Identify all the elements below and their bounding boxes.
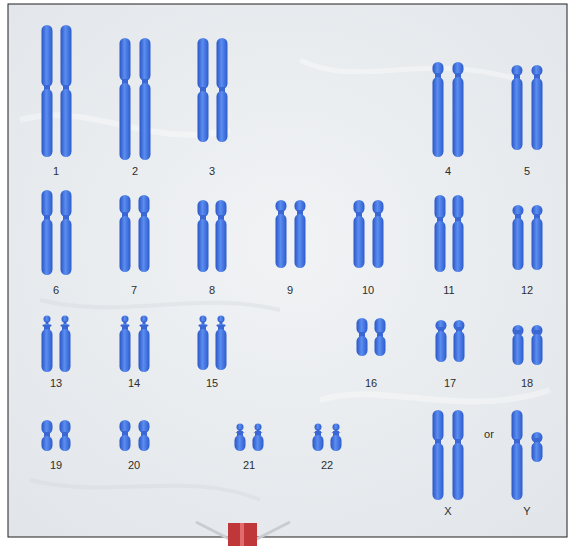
chromosome [198, 316, 209, 371]
chromosome [375, 318, 386, 356]
chromosome [42, 316, 53, 373]
chromosome-number: 7 [131, 284, 137, 297]
chromosome [139, 195, 150, 272]
chromosome [295, 200, 306, 268]
chromosome-number: 15 [206, 377, 218, 390]
chromosome [198, 38, 209, 142]
chromosome [216, 316, 227, 371]
chromosome [512, 65, 523, 150]
bookmark-marker [196, 522, 290, 546]
chromosome-number: 12 [521, 284, 533, 297]
chromosome-number: 22 [321, 459, 333, 472]
chromosome-number: 13 [50, 377, 62, 390]
chromosome [513, 325, 524, 365]
chromosome [253, 424, 264, 452]
chromosome [512, 410, 523, 500]
chromosome-number: 3 [209, 165, 215, 178]
chromosome [276, 200, 287, 268]
chromosome-number: 2 [132, 165, 138, 178]
chromosome-number: 1 [53, 165, 59, 178]
chromosome-number: 6 [53, 284, 59, 297]
chromosome [42, 190, 53, 275]
chromosome-number: 14 [128, 377, 140, 390]
chromosome [60, 420, 71, 451]
chromosome [532, 432, 543, 462]
chromosome [139, 420, 150, 451]
chromosome [513, 205, 524, 270]
chromosome-number: X [444, 505, 451, 518]
chromosome-number: 5 [524, 165, 530, 178]
chromosome [436, 320, 447, 362]
chromosome [61, 190, 72, 275]
chromosome [42, 420, 53, 451]
chromosome [532, 325, 543, 365]
chromosome-number: Y [523, 505, 530, 518]
chromosome [120, 38, 131, 160]
chromosome [331, 424, 342, 452]
connector-word: or [484, 428, 494, 441]
chromosome [217, 38, 228, 142]
chromosome [313, 424, 324, 452]
chromosome-number: 4 [445, 165, 451, 178]
chromosome-number: 16 [365, 377, 377, 390]
chromosome [42, 25, 53, 157]
chromosome [120, 420, 131, 451]
chromosome-pairs [42, 25, 543, 500]
chromosome [532, 205, 543, 270]
marble-texture [20, 60, 550, 500]
chromosome [140, 38, 151, 160]
chromosome [198, 200, 209, 272]
chromosome [120, 316, 131, 373]
chromosome [453, 410, 464, 500]
chromosome [60, 316, 71, 373]
chromosome [61, 25, 72, 157]
chromosome [532, 65, 543, 150]
panel-frame [8, 4, 567, 537]
chromosome [216, 200, 227, 272]
chromosome-number: 20 [128, 459, 140, 472]
chromosome-number: 10 [362, 284, 374, 297]
chromosome-number: 21 [243, 459, 255, 472]
chromosome [235, 424, 246, 452]
chromosome [433, 62, 444, 157]
chromosome-number: 9 [287, 284, 293, 297]
chromosome [433, 410, 444, 500]
chromosome [354, 200, 365, 268]
chromosome [357, 318, 368, 356]
chromosome-number: 11 [443, 284, 454, 297]
chromosome-number: 18 [521, 377, 533, 390]
chromosome-number: 17 [444, 377, 456, 390]
chromosome [120, 195, 131, 272]
chromosome [453, 62, 464, 157]
chromosome [453, 195, 464, 272]
chromosome-number: 8 [209, 284, 215, 297]
chromosome [373, 200, 384, 268]
chromosome [454, 320, 465, 362]
chromosome [139, 316, 150, 373]
chromosome [435, 195, 446, 272]
chromosome-number: 19 [50, 459, 62, 472]
